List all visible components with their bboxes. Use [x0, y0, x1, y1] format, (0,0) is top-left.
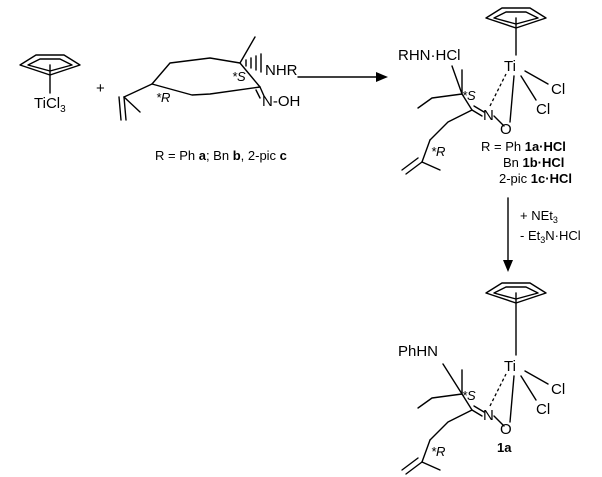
- cyclopentadienyl-ring: [485, 7, 547, 29]
- r-list-item: Bn 1b·HCl: [503, 155, 564, 170]
- hashed-bond: [245, 53, 262, 73]
- product-salt: Ti Cl Cl RHN·HCl *S N O *R: [398, 7, 565, 175]
- byproduct-label: - Et3N·HCl: [520, 228, 581, 245]
- reagent-label: + NEt3: [520, 208, 558, 225]
- deprotonation-arrow: [503, 197, 513, 272]
- phhn-label: PhHN: [398, 343, 438, 360]
- r-list-item: R = Ph 1a·HCl: [481, 139, 566, 154]
- o-label: O: [500, 121, 512, 138]
- n-label: N: [483, 407, 494, 424]
- r-stereo-label: *R: [156, 90, 170, 105]
- cyclopentadienyl-ring: [485, 282, 547, 304]
- isopropenyl-bond: [123, 83, 153, 98]
- r-list-item: 2-pic 1c·HCl: [499, 171, 572, 186]
- s-stereo-label: *S: [232, 69, 246, 84]
- compound-label-1a: 1a: [497, 440, 512, 455]
- r-stereo-label: *R: [431, 444, 445, 459]
- reaction-arrow: [297, 72, 388, 82]
- noh-label: N-OH: [262, 93, 300, 110]
- product-final: Ti Cl Cl PhHN *S N O *R 1a: [398, 282, 565, 475]
- s-stereo-label: *S: [462, 388, 476, 403]
- plus-sign: +: [96, 80, 105, 97]
- cl-label-2: Cl: [536, 101, 550, 118]
- methyl-bond: [239, 36, 256, 64]
- ticl3-label: TiCl3: [34, 95, 66, 115]
- cl-label-1: Cl: [551, 381, 565, 398]
- r-definition: R = Ph a; Bn b, 2-pic c: [155, 148, 287, 163]
- amino-oxime-reactant: NHR *S N-OH *R: [118, 36, 300, 121]
- nhr-label: NHR: [265, 62, 298, 79]
- cyclopentadienyl-ring: [19, 54, 81, 76]
- ti-label: Ti: [504, 58, 516, 75]
- r-stereo-label: *R: [431, 144, 445, 159]
- cl-label-2: Cl: [536, 401, 550, 418]
- r-list-salt: R = Ph 1a·HCl Bn 1b·HCl 2-pic 1c·HCl: [481, 139, 572, 186]
- n-label: N: [483, 107, 494, 124]
- rhn-hcl-label: RHN·HCl: [398, 47, 461, 64]
- cl-label-1: Cl: [551, 81, 565, 98]
- o-label: O: [500, 421, 512, 438]
- cptcl3-reactant: TiCl3: [19, 54, 81, 115]
- s-stereo-label: *S: [462, 88, 476, 103]
- ti-label: Ti: [504, 358, 516, 375]
